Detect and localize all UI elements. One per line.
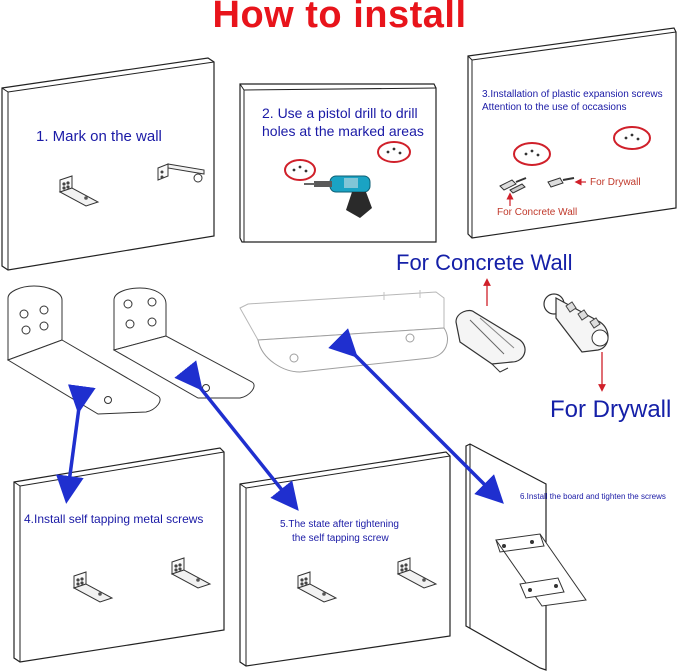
- panel-2-marker-right: [377, 141, 411, 163]
- drywall-callout: For Drywall: [550, 396, 672, 423]
- step-3-drywall-label: For Drywall: [590, 177, 641, 188]
- arrow-bracket-to-panel-6: [328, 328, 504, 504]
- panel-3-anchor-concrete: [499, 177, 527, 194]
- arrow-bracket-to-panel-4: [55, 384, 96, 504]
- concrete-wall-callout: For Concrete Wall: [396, 250, 573, 275]
- panel-1-bracket-right: [157, 163, 205, 183]
- bracket-large-center: [112, 287, 255, 399]
- arrow-bracket-to-panel-5: [174, 360, 299, 511]
- page-title: How to install: [212, 0, 467, 36]
- bracket-large-left: [6, 285, 161, 415]
- panel-2-marker-left: [284, 159, 316, 181]
- panel-5-wall-board: [239, 451, 451, 667]
- panel-1-wall-board: [1, 57, 215, 271]
- panel-4-wall-board: [13, 447, 225, 663]
- step-3-line-1: 3.Installation of plastic expansion scre…: [482, 89, 663, 100]
- step-2-label: 2. Use a pistol drill to drill holes at …: [262, 104, 424, 140]
- step-5-line-2: the self tapping screw: [292, 533, 389, 544]
- step-1-label: 1. Mark on the wall: [36, 128, 162, 145]
- step-5-label: 5.The state after tightening the self ta…: [280, 518, 399, 546]
- step-4-label: 4.Install self tapping metal screws: [24, 512, 204, 526]
- concrete-anchor-icon: [455, 309, 526, 373]
- step-3-label: 3.Installation of plastic expansion scre…: [482, 88, 663, 114]
- step-2-line-1: 2. Use a pistol drill to drill: [262, 105, 418, 121]
- panel-3-marker-left: [513, 142, 551, 166]
- step-3-concrete-label: For Concrete Wall: [497, 207, 578, 218]
- step-2-line-2: holes at the marked areas: [262, 123, 424, 139]
- panel-3-marker-right: [613, 126, 651, 150]
- bracket-ghost-right: [239, 290, 448, 373]
- drill-icon: [304, 175, 372, 218]
- step-3-line-2: Attention to the use of occasions: [482, 102, 627, 113]
- panel-2-wall-board: [239, 83, 437, 243]
- panel-6-shelf-board: [495, 533, 587, 607]
- step-6-label: 6.Install the board and tighten the scre…: [520, 492, 666, 501]
- panel-3-anchor-drywall: [547, 177, 575, 188]
- drywall-anchor-icon: [543, 293, 609, 353]
- step-5-line-1: 5.The state after tightening: [280, 519, 399, 530]
